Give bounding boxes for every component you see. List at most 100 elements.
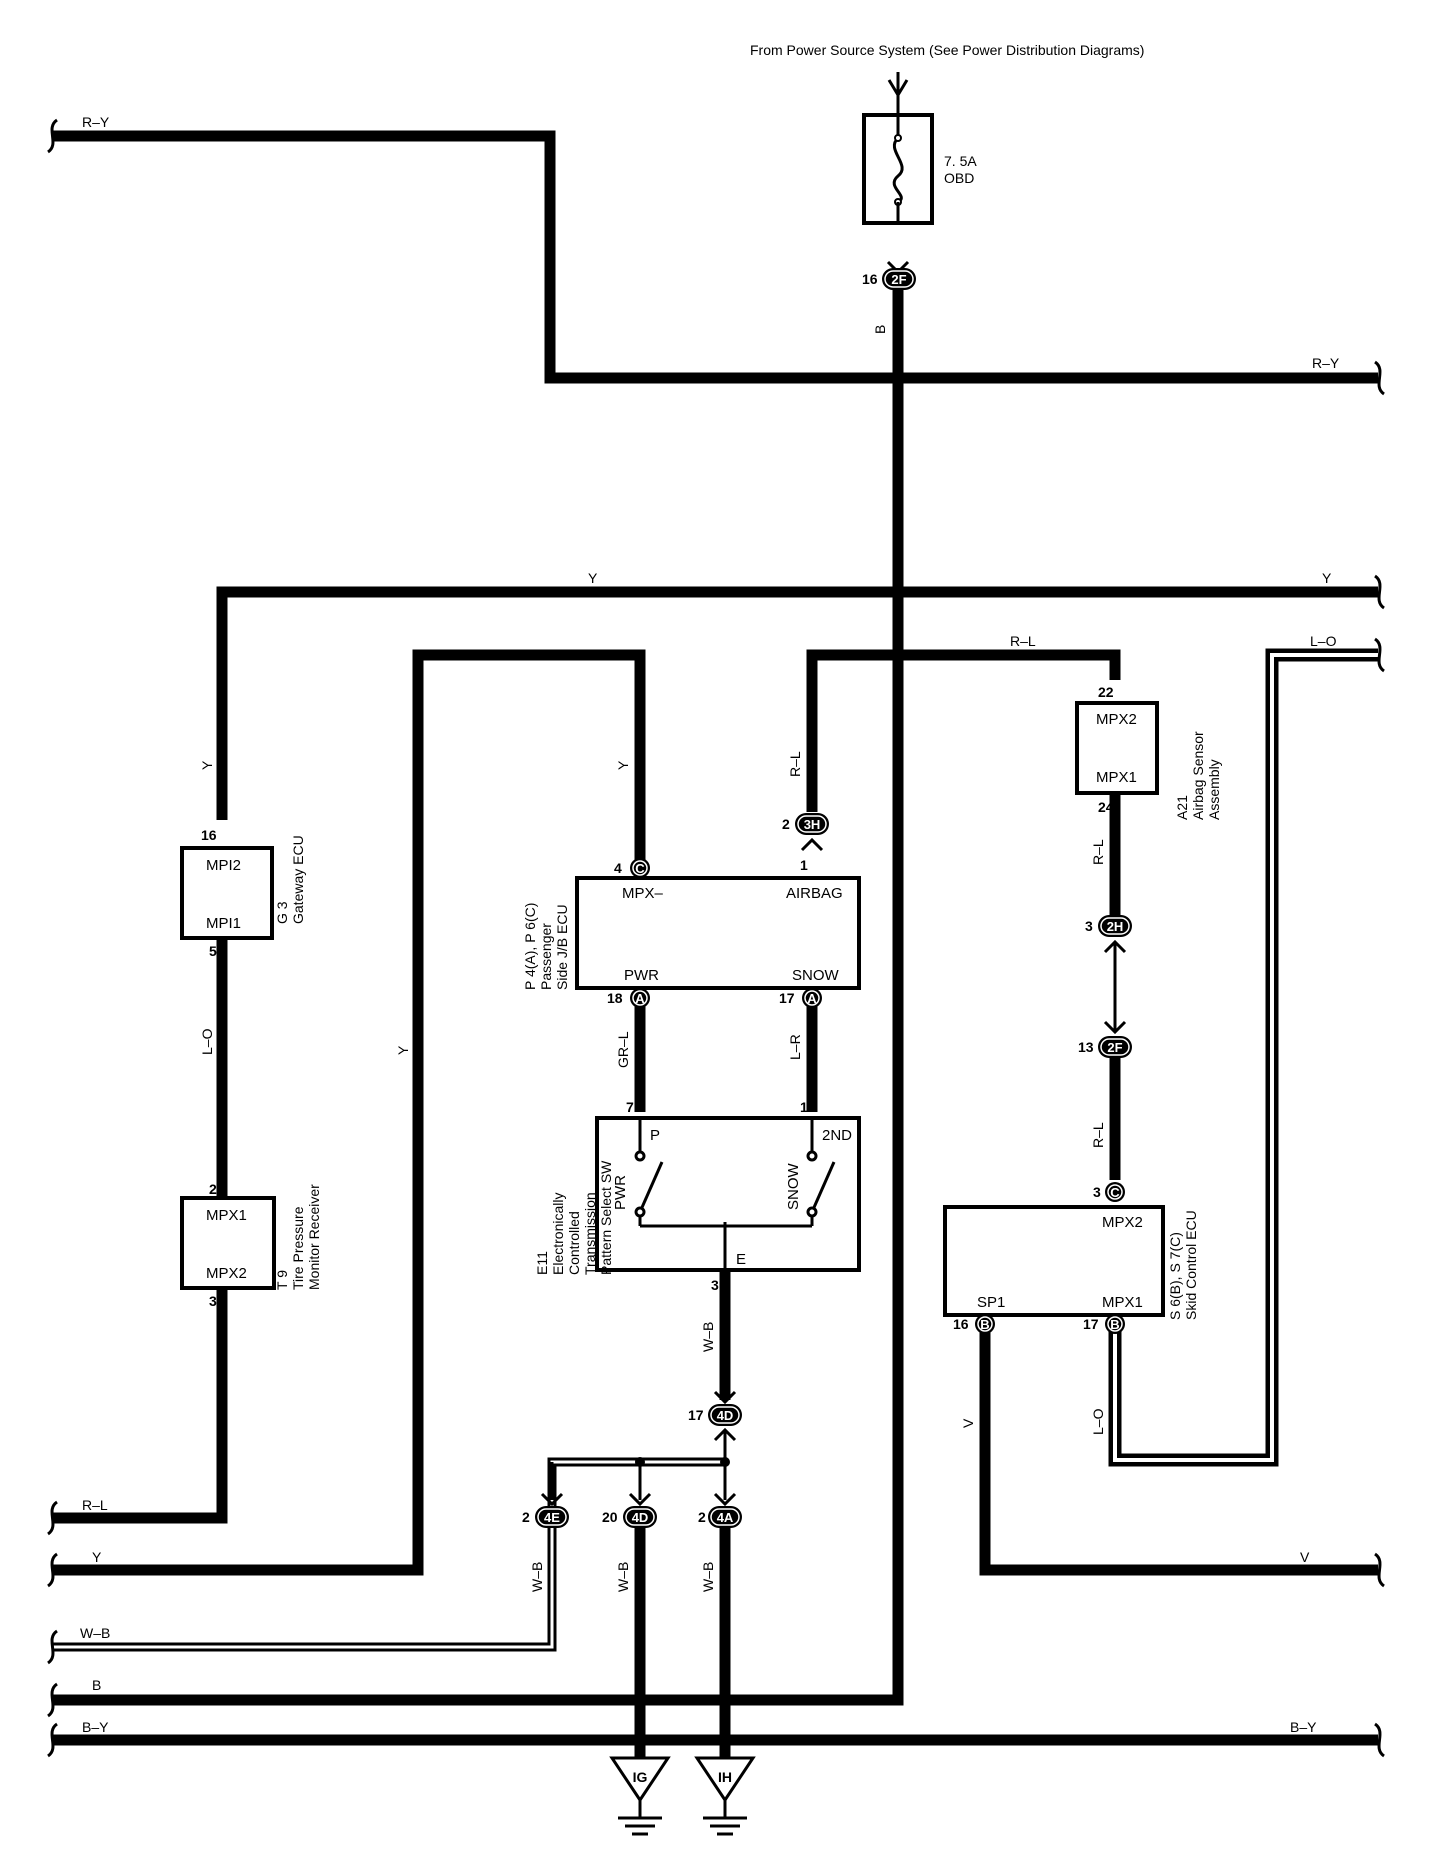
fuse-element [892, 136, 904, 204]
wire-label-y-gateway: Y [199, 760, 215, 770]
svg-text:Airbag Sensor: Airbag Sensor [1190, 731, 1206, 820]
wire-label-lo-top: L–O [1310, 633, 1337, 649]
wire-label-b-vertical: B [872, 325, 888, 334]
connector-P4A-snow: A 17 [779, 988, 822, 1008]
svg-text:Gateway ECU: Gateway ECU [290, 835, 306, 924]
svg-text:W–B: W–B [529, 1562, 545, 1592]
a21-terminal-mpx2: MPX2 [1096, 711, 1137, 728]
wire-label-y-pjb: Y [615, 760, 631, 770]
svg-text:GR–L: GR–L [615, 1031, 631, 1068]
svg-text:Y: Y [395, 1045, 411, 1055]
svg-text:Assembly: Assembly [1206, 759, 1222, 820]
airbag-sensor-label: A21 Airbag Sensor Assembly [1174, 731, 1222, 820]
e11-terminal-p: P [650, 1127, 660, 1144]
svg-text:2F: 2F [891, 272, 906, 287]
splice-point [635, 1457, 645, 1467]
wire-label-rl-skid: R–L [1090, 1122, 1106, 1148]
svg-text:IH: IH [718, 1769, 732, 1785]
power-feed-arrow [887, 79, 909, 98]
wire-label-by-right: B–Y [1290, 1719, 1317, 1735]
connector-4D-bottom: 4D 20 [602, 1492, 657, 1528]
ground-ig: IG [609, 1756, 671, 1836]
svg-text:2F: 2F [1107, 1040, 1122, 1055]
svg-text:S 6(B), S 7(C): S 6(B), S 7(C) [1167, 1232, 1183, 1320]
connector-P4A-pwr: A 18 [607, 988, 650, 1008]
airbag-sensor-box [1075, 701, 1159, 795]
skid-terminal-mpx2: MPX2 [1102, 1214, 1143, 1231]
svg-text:4D: 4D [632, 1510, 649, 1525]
svg-text:4D: 4D [717, 1408, 734, 1423]
wire-y-long [52, 649, 646, 1576]
a21-pin-24: 24 [1098, 799, 1114, 815]
e11-pin-7: 7 [626, 1099, 634, 1115]
svg-text:3H: 3H [804, 817, 821, 832]
svg-text:A: A [807, 991, 817, 1006]
connector-4D-top: 4D 17 [688, 1390, 742, 1442]
svg-text:2: 2 [698, 1509, 706, 1525]
svg-text:13: 13 [1078, 1039, 1094, 1055]
tire-pressure-receiver-box [180, 1196, 276, 1290]
wire-label-rl-a21: R–L [1090, 839, 1106, 865]
svg-text:Transmission: Transmission [582, 1192, 598, 1275]
gateway-pin-5: 5 [209, 943, 217, 959]
e11-terminal-e: E [736, 1251, 746, 1268]
wire-label-rl-bottom: R–L [82, 1497, 108, 1513]
svg-text:Passenger: Passenger [538, 923, 554, 990]
svg-text:T 9: T 9 [274, 1270, 290, 1290]
skid-terminal-sp1: SP1 [977, 1294, 1005, 1311]
wire-label-gr-l: GR–L [615, 1031, 631, 1068]
svg-text:E11: E11 [534, 1251, 550, 1275]
wire-y-top [216, 586, 1378, 820]
pwr-switch-contact [634, 1118, 664, 1226]
svg-text:17: 17 [779, 990, 795, 1006]
wire-b-main [52, 280, 904, 1706]
pjb-terminal-pwr: PWR [624, 967, 659, 984]
pjb-terminal-snow: SNOW [792, 967, 840, 984]
wire-label-y-top-mid: Y [588, 570, 598, 586]
svg-text:C: C [635, 861, 645, 876]
connector-S6B-sp1: B 16 [953, 1314, 995, 1334]
svg-text:4E: 4E [544, 1510, 560, 1525]
svg-text:4A: 4A [717, 1510, 734, 1525]
svg-text:V: V [960, 1418, 976, 1428]
connector-2F-top: 2F 16 [862, 260, 916, 290]
svg-text:PWR: PWR [612, 1175, 629, 1210]
skid-control-ecu-box [943, 1205, 1165, 1317]
svg-text:Pattern Select SW: Pattern Select SW [598, 1160, 614, 1275]
svg-text:R–L: R–L [787, 751, 803, 777]
svg-text:A21: A21 [1174, 795, 1190, 820]
wire-lo-skid [1108, 648, 1378, 1467]
svg-text:R–L: R–L [1090, 1122, 1106, 1148]
svg-text:G 3: G 3 [274, 901, 290, 924]
svg-text:W–B: W–B [615, 1562, 631, 1592]
wire-label-by-left: B–Y [82, 1719, 109, 1735]
e11-pin-1: 1 [800, 1099, 808, 1115]
svg-text:B: B [980, 1317, 989, 1332]
svg-text:Monitor Receiver: Monitor Receiver [306, 1184, 322, 1290]
svg-text:Tire Pressure: Tire Pressure [290, 1206, 306, 1290]
connector-4E: 4E 2 [522, 1492, 569, 1528]
wire-label-wb-e11: W–B [700, 1322, 716, 1352]
wire-label-y-bottom: Y [92, 1549, 102, 1565]
pjb-terminal-mpx: MPX– [622, 885, 664, 902]
svg-text:20: 20 [602, 1509, 618, 1525]
pjb-pin-airbag-1: 1 [800, 857, 808, 873]
connector-S6B-mpx1: B 17 [1083, 1314, 1125, 1334]
tire-terminal-mpx1: MPX1 [206, 1207, 247, 1224]
wire-label-wb-4e: W–B [529, 1562, 545, 1592]
e11-pin-3: 3 [711, 1277, 719, 1293]
svg-text:Y: Y [615, 760, 631, 770]
svg-text:3: 3 [1085, 918, 1093, 934]
gateway-terminal-mpi1: MPI1 [206, 915, 241, 932]
passenger-jb-ecu-label: P 4(A), P 6(C) Passenger Side J/B ECU [522, 903, 570, 990]
svg-text:B: B [1110, 1317, 1119, 1332]
passenger-jb-ecu-box [575, 876, 861, 990]
wire-label-y-long: Y [395, 1045, 411, 1055]
wire-label-ry-right: R–Y [1312, 355, 1340, 371]
connector-3H: 3H 2 [782, 813, 829, 852]
e11-terminal-2nd: 2ND [822, 1127, 852, 1144]
svg-text:A: A [635, 991, 645, 1006]
pattern-select-sw-label: E11 Electronically Controlled Transmissi… [534, 1160, 614, 1275]
wire-label-lo-skid: L–O [1090, 1408, 1106, 1435]
wire-label-b-bottom: B [92, 1677, 101, 1693]
